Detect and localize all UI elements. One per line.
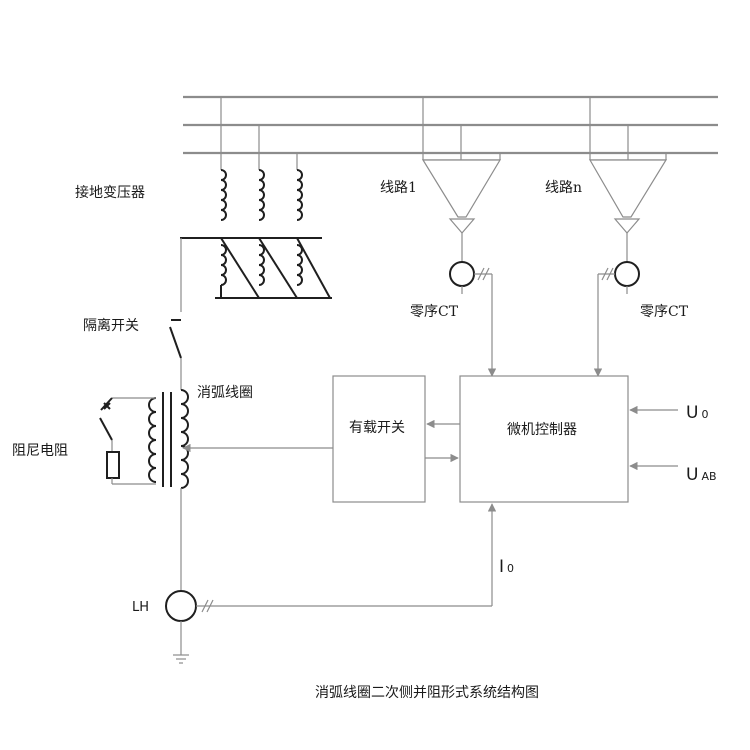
uab-sub-label: AB [701,470,716,483]
isolating-switch-symbol [169,319,182,390]
zero-seq-ct-n [593,261,640,377]
u0-main-label: U [686,403,698,423]
svg-text:I0: I0 [499,557,514,577]
arc-suppression-coil-label: 消弧线圈 [197,385,253,401]
switch-controller-links [182,419,460,463]
i0-sub-label: 0 [507,562,514,575]
line-1-label: 线路1 [380,180,417,196]
lh-label: LH [132,600,149,615]
svg-text:U0: U0 [686,403,708,423]
zero-seq-ct-1-label: 零序CT [410,304,459,320]
grounding-transformer-label: 接地变压器 [75,184,145,201]
microcomputer-controller-label: 微机控制器 [507,422,577,438]
three-phase-busbar [183,95,718,155]
arc-suppression-coil-symbol [148,389,189,591]
lh-current-transformer [165,503,497,664]
zero-seq-ct-1 [449,261,497,377]
svg-text:UAB: UAB [686,465,717,485]
damping-resistor-label: 阻尼电阻 [12,443,68,459]
i0-main-label: I [499,557,504,577]
zero-seq-ct-n-label: 零序CT [640,304,689,320]
on-load-switch-box [332,375,426,503]
isolating-switch-label: 隔离开关 [83,317,139,334]
line-n-feeder [588,97,668,262]
diagram-caption: 消弧线圈二次侧并阻形式系统结构图 [315,685,539,701]
damping-resistor-symbol [99,397,156,485]
on-load-switch-label: 有载开关 [349,420,405,436]
u0-sub-label: 0 [701,408,708,421]
line-1-feeder [421,97,502,262]
grounding-transformer-symbol [180,97,332,312]
microcomputer-controller-box [459,375,629,503]
uab-main-label: U [686,465,698,485]
line-n-label: 线路n [545,180,582,196]
